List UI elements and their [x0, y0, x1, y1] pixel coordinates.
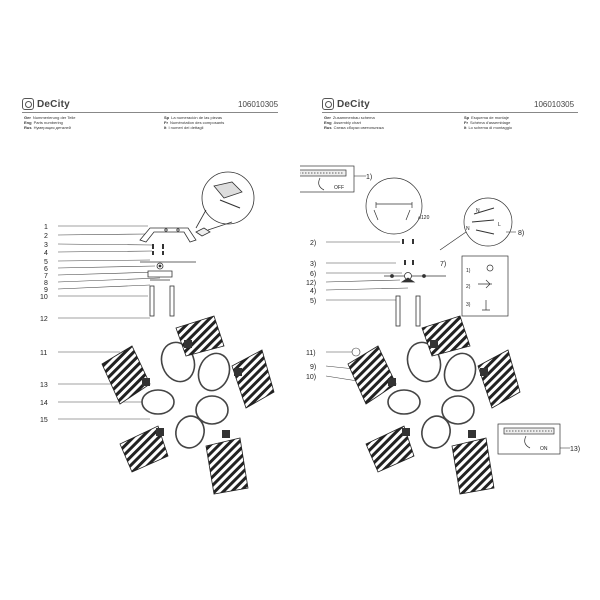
step-label-13: 13) [570, 446, 580, 453]
screw-icons [152, 244, 164, 255]
step-label-7: 7) [440, 261, 446, 268]
label-5: 5 [44, 259, 48, 266]
step-label-8: 8) [518, 230, 524, 237]
dimension-label: ⌀120 [418, 215, 430, 221]
step-label-1: 1) [366, 174, 372, 181]
step-label-5: 5) [310, 298, 316, 305]
inset-step-3: 3) [466, 302, 471, 308]
terminal-zoom-callout [195, 171, 255, 231]
bulb-steps-inset [461, 255, 509, 317]
step-label-4: 4) [310, 288, 316, 295]
brand-logo: DeCity [322, 98, 370, 110]
step-label-3: 3) [310, 261, 316, 268]
inset-step-1: 1) [466, 268, 471, 274]
inset-step-2: 2) [466, 284, 471, 290]
fixture-illustration [347, 315, 521, 495]
logo-icon [22, 98, 34, 110]
bracket-dimension [365, 177, 423, 235]
product-code: 106010305 [534, 100, 575, 109]
label-8: 8 [44, 280, 48, 287]
product-code: 106010305 [238, 100, 279, 109]
wire-n-label-2: N [466, 226, 470, 232]
brand-name: DeCity [337, 98, 370, 110]
rods [149, 285, 175, 317]
label-13: 13 [40, 382, 48, 389]
power-on-inset [497, 423, 561, 455]
crossbar [384, 272, 446, 327]
label-6: 6 [44, 266, 48, 273]
bulb-icon [351, 347, 361, 357]
label-14: 14 [40, 400, 48, 407]
label-11: 11 [40, 350, 47, 357]
label-1: 1 [44, 224, 48, 231]
label-4: 4 [44, 250, 48, 257]
label-12: 12 [40, 316, 48, 323]
wire-l-label: L [498, 222, 501, 228]
step-label-2: 2) [310, 240, 316, 247]
label-3: 3 [44, 242, 48, 249]
brand-name: DeCity [37, 98, 70, 110]
step-label-9: 9) [310, 364, 316, 371]
label-7: 7 [44, 273, 48, 280]
on-label: ON [540, 446, 548, 452]
step-label-10: 10) [306, 374, 316, 381]
crossbar [140, 261, 196, 281]
step-label-12: 12) [306, 280, 316, 287]
header-divider [22, 112, 278, 113]
mounting-bracket [139, 227, 211, 243]
step-label-11: 11) [306, 350, 316, 357]
wiring-zoom-callout [439, 197, 513, 251]
label-9: 9 [44, 287, 48, 294]
parts-diagram: 1 2 3 4 5 6 7 8 9 10 12 11 13 14 15 [40, 171, 275, 495]
power-off-inset [300, 165, 355, 193]
fixture-illustration [101, 315, 275, 495]
label-15: 15 [40, 417, 48, 424]
off-label: OFF [334, 185, 344, 191]
screw-icons [402, 239, 414, 265]
brand-logo: DeCity [22, 98, 70, 110]
label-10: 10 [40, 294, 48, 301]
label-2: 2 [44, 233, 48, 240]
logo-icon [322, 98, 334, 110]
step-label-6: 6) [310, 271, 316, 278]
wire-n-label: N [476, 208, 480, 214]
assembly-diagram: OFF 1) ⌀120 N L N 8) [300, 165, 580, 495]
header-divider [322, 112, 578, 113]
